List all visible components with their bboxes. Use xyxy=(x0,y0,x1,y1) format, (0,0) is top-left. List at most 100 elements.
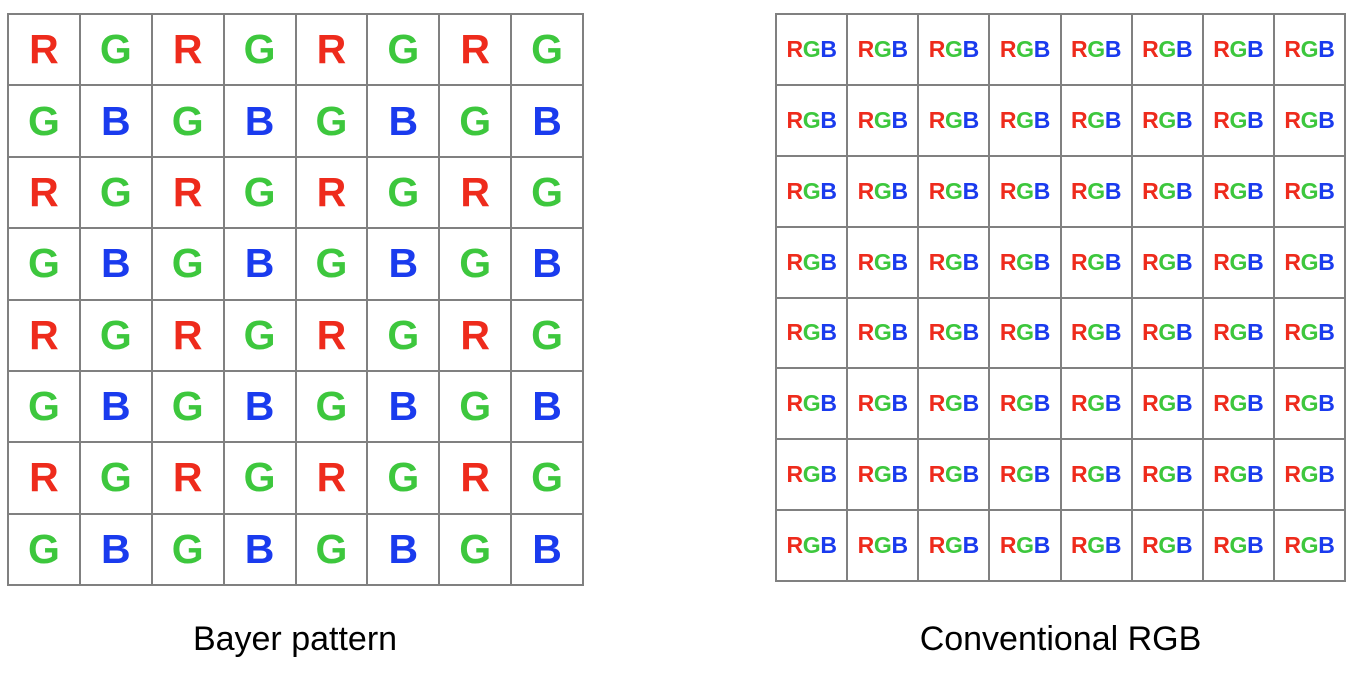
channel-letter-g: G xyxy=(945,461,963,488)
channel-letter-g: G xyxy=(1229,248,1248,275)
photosite-label: G xyxy=(531,314,563,356)
photosite-label: RGB xyxy=(1213,390,1264,417)
channel-letter-r: R xyxy=(460,168,490,215)
channel-letter-g: G xyxy=(99,26,132,73)
channel-letter-b: B xyxy=(1175,106,1193,133)
channel-letter-b: B xyxy=(1247,248,1264,275)
photosite-label: B xyxy=(244,525,275,572)
channel-letter-r: R xyxy=(786,177,803,204)
photosite-cell: RGB xyxy=(990,227,1060,297)
photosite-cell: RGB xyxy=(1132,85,1202,155)
photosite-cell: RGB xyxy=(777,298,847,368)
photosite-cell: RGB xyxy=(848,15,918,84)
photosite-label: RGB xyxy=(1000,463,1051,486)
photosite-cell: G xyxy=(512,157,582,228)
channel-letter-r: R xyxy=(857,248,875,275)
photosite-cell: RGB xyxy=(990,298,1060,368)
channel-letter-b: B xyxy=(244,525,275,572)
channel-letter-g: G xyxy=(945,106,963,133)
channel-letter-b: B xyxy=(820,35,837,62)
photosite-label: RGB xyxy=(929,461,980,488)
channel-letter-r: R xyxy=(460,454,490,501)
channel-letter-r: R xyxy=(460,311,490,358)
channel-letter-r: R xyxy=(1213,248,1230,275)
photosite-label: R xyxy=(317,29,347,70)
channel-letter-r: R xyxy=(1213,390,1230,417)
photosite-label: B xyxy=(389,100,419,142)
photosite-label: RGB xyxy=(1142,321,1193,344)
photosite-label: RGB xyxy=(1284,177,1335,204)
photosite-cell: G xyxy=(512,15,582,85)
channel-letter-r: R xyxy=(1284,532,1301,559)
channel-letter-b: B xyxy=(1247,532,1264,559)
photosite-cell: G xyxy=(152,229,223,299)
channel-letter-g: G xyxy=(387,168,420,215)
photosite-cell: RGB xyxy=(1061,369,1131,439)
photosite-label: RGB xyxy=(858,321,909,344)
photosite-label: B xyxy=(532,386,562,427)
photosite-cell: RGB xyxy=(1203,15,1273,84)
channel-letter-r: R xyxy=(1284,177,1301,204)
channel-letter-b: B xyxy=(1247,461,1264,488)
channel-letter-g: G xyxy=(1016,106,1034,133)
channel-letter-g: G xyxy=(1229,35,1248,62)
channel-letter-b: B xyxy=(962,106,980,133)
photosite-label: RGB xyxy=(1213,321,1264,344)
channel-letter-g: G xyxy=(1158,35,1176,62)
channel-letter-b: B xyxy=(1175,177,1193,204)
channel-letter-g: G xyxy=(1087,177,1105,204)
photosite-cell: RGB xyxy=(1061,85,1131,155)
photosite-label: RGB xyxy=(929,532,980,559)
photosite-cell: RGB xyxy=(1274,440,1344,510)
channel-letter-b: B xyxy=(1318,390,1335,417)
photosite-cell: RGB xyxy=(919,369,989,439)
channel-letter-b: B xyxy=(891,177,908,204)
channel-letter-r: R xyxy=(999,390,1017,417)
photosite-label: R xyxy=(460,168,490,215)
photosite-label: R xyxy=(29,29,59,70)
photosite-label: B xyxy=(389,386,419,427)
channel-letter-b: B xyxy=(388,383,419,430)
channel-letter-r: R xyxy=(786,319,803,346)
photosite-cell: RGB xyxy=(1132,369,1202,439)
channel-letter-b: B xyxy=(962,532,980,559)
photosite-label: R xyxy=(460,457,490,498)
photosite-label: R xyxy=(173,29,203,70)
photosite-cell: G xyxy=(368,157,439,228)
photosite-label: RGB xyxy=(786,463,837,486)
photosite-label: RGB xyxy=(929,321,980,344)
channel-letter-r: R xyxy=(1284,461,1301,488)
photosite-label: RGB xyxy=(786,250,837,274)
channel-letter-r: R xyxy=(1213,461,1230,488)
channel-letter-r: R xyxy=(1070,248,1088,275)
photosite-label: G xyxy=(244,171,276,213)
channel-letter-g: G xyxy=(1229,390,1248,417)
channel-letter-b: B xyxy=(820,390,837,417)
channel-letter-g: G xyxy=(171,240,204,287)
channel-letter-g: G xyxy=(802,35,821,62)
channel-letter-g: G xyxy=(1016,319,1034,346)
photosite-cell: RGB xyxy=(1132,15,1202,84)
photosite-cell: RGB xyxy=(848,511,918,580)
channel-letter-b: B xyxy=(891,248,908,275)
channel-letter-g: G xyxy=(99,168,132,215)
photosite-label: B xyxy=(101,100,131,142)
channel-letter-b: B xyxy=(1033,177,1051,204)
channel-letter-r: R xyxy=(999,106,1017,133)
photosite-cell: G xyxy=(9,371,79,442)
photosite-cell: RGB xyxy=(1203,85,1273,155)
channel-letter-b: B xyxy=(962,390,980,417)
photosite-cell: G xyxy=(296,371,367,442)
photosite-cell: G xyxy=(152,371,223,442)
channel-letter-b: B xyxy=(532,525,562,572)
photosite-label: RGB xyxy=(1284,37,1335,61)
photosite-label: RGB xyxy=(858,108,909,132)
channel-letter-r: R xyxy=(1284,106,1301,133)
photosite-cell: RGB xyxy=(1061,440,1131,510)
photosite-label: RGB xyxy=(1142,106,1193,133)
photosite-label: RGB xyxy=(1071,37,1122,61)
channel-letter-r: R xyxy=(1284,248,1301,275)
channel-letter-r: R xyxy=(172,454,203,501)
